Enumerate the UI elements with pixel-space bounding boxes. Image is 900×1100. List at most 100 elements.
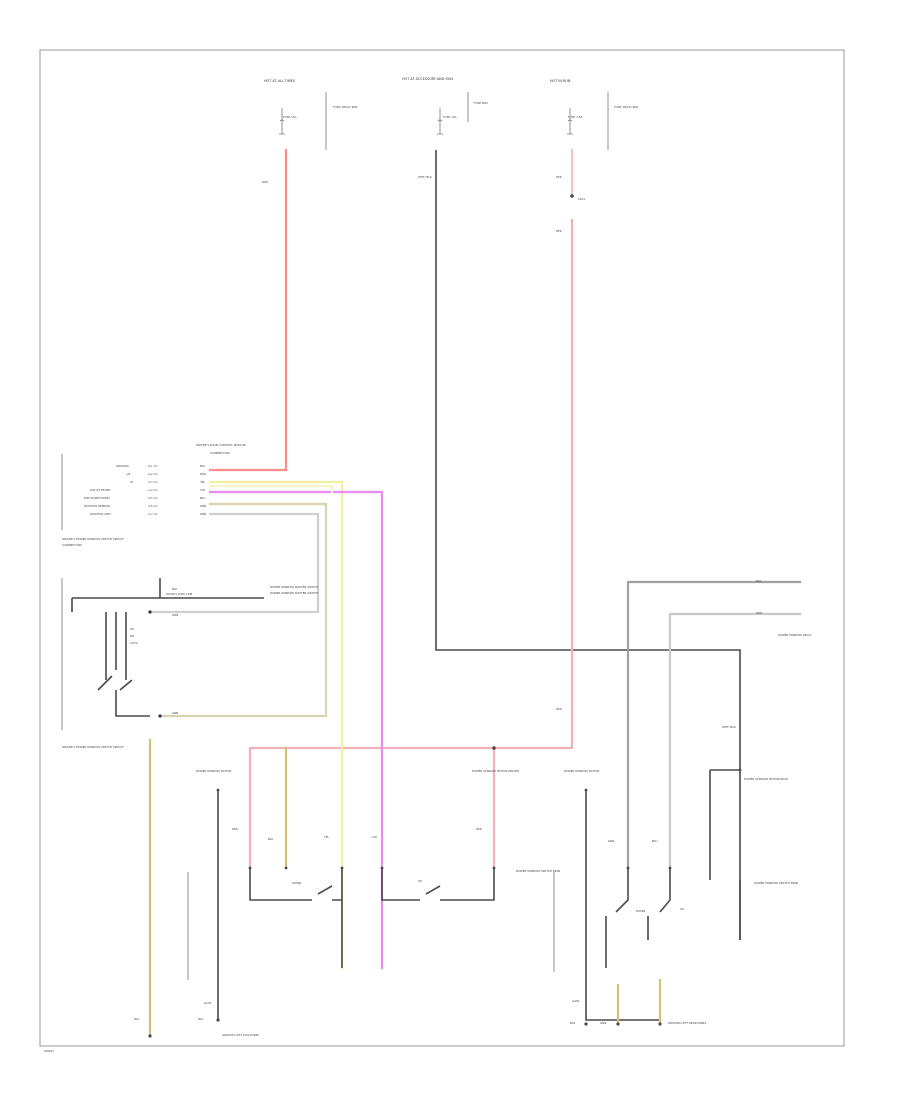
svg-text:A-2 (A): A-2 (A) [148,472,158,476]
svg-text:VIO: VIO [200,488,206,492]
svg-text:GRN: GRN [200,504,206,508]
svg-text:WHT/ BLK: WHT/ BLK [418,175,432,179]
svg-text:A-4 (A): A-4 (A) [148,488,158,492]
diagram-frame [39,49,845,1047]
svg-text:DOWN: DOWN [292,881,301,885]
svg-text:BLK: BLK [198,1017,203,1021]
wire-red-run [248,218,574,870]
svg-text:RED: RED [262,180,268,184]
svg-text:RED: RED [476,827,482,831]
wire-violet [208,490,384,970]
svg-text:RED: RED [200,472,206,476]
inner-switch: LIN BUS DATA LINE POWER WINDOW MASTER SW… [61,578,318,749]
inner-target-label: POWER WINDOW MASTER SWITCH [270,591,318,595]
component-rear-motor: POWER WINDOW MOTOR REAR [744,777,788,781]
pin-pos-unit: POSITION UNIT [90,512,111,516]
svg-text:DOWN: DOWN [636,909,645,913]
svg-text:(CONNECTOR): (CONNECTOR) [62,543,82,547]
fuse-1: HOT AT ALL TIMES FUSE 15A FUSE/ RELAY BO… [264,79,358,150]
svg-text:GRN: GRN [600,1021,606,1025]
components: POWER WINDOW MASTER SWITCH POWER WINDOW … [196,585,812,1037]
svg-text:YEL: YEL [324,835,329,839]
switch-front: DOWN UP [249,868,495,968]
svg-text:VIO: VIO [372,835,378,839]
component-master-switch: POWER WINDOW MASTER SWITCH [270,585,318,589]
svg-text:BLK: BLK [756,579,761,583]
ground-label-1: G101 [204,1001,212,1005]
wire-labels: RED WHT/ BLK RED S101 RED BLK GRN GRN RE… [134,175,763,1025]
svg-text:A-5 (A): A-5 (A) [148,496,158,500]
module-title: DRIVER'S DOOR CONTROL MODULE [196,443,246,447]
fuse-3: HOT IN RUN FUSE 7.5A FUSE/ RELAY BOX [550,79,639,150]
svg-text:BLU: BLU [200,496,205,500]
svg-text:RED: RED [556,707,562,711]
side-brackets [187,872,555,980]
component-front-motor: POWER WINDOW MOTOR [196,769,231,773]
wire-yellow-ig [208,480,344,970]
wire-red-b [208,148,288,472]
switch-rear: DOWN UP [605,868,741,968]
fuse-2-box: FUSE BOX [474,101,488,105]
svg-text:BLK: BLK [570,1021,575,1025]
wire-black-rear [709,769,740,880]
svg-text:GRN: GRN [172,711,178,715]
svg-text:AUTO: AUTO [130,641,139,645]
svg-text:A-1 (A): A-1 (A) [148,464,158,468]
svg-text:WHT/ BLK: WHT/ BLK [722,725,736,729]
pin-pos-sensor: POSITION SENSOR [84,504,110,508]
svg-text:BLK: BLK [172,587,177,591]
splice-label: S101 [578,197,585,201]
svg-text:RED: RED [556,229,562,233]
fuse-1-box: FUSE/ RELAY BOX [333,105,358,109]
component-rear-left-ground: GROUND LEFT REAR PANEL [668,1021,707,1025]
svg-text:GRN: GRN [608,839,614,843]
ground-label-2: G401 [572,999,580,1003]
component-relay: POWER WINDOW RELAY [778,633,812,637]
wire-light-yellow [208,484,334,494]
wire-tan-2 [148,512,320,614]
wire-gray-1 [626,580,802,870]
svg-text:UP: UP [130,627,134,631]
svg-text:DRIVER'S POWER WINDOW SWITCH C: DRIVER'S POWER WINDOW SWITCH CIRCUIT [62,745,124,749]
wire-gray-2 [668,612,802,870]
svg-text:GRN: GRN [172,613,178,617]
terminals [148,194,742,1038]
fuse-3-box: FUSE/ RELAY BOX [614,105,639,109]
fuse-1-title: HOT AT ALL TIMES [264,79,295,83]
footer-code: W0001 [44,1049,54,1053]
svg-text:RED: RED [556,175,562,179]
wire-black-acc [435,150,741,940]
svg-text:YEL: YEL [200,480,205,484]
pin-plus-b: +B [126,472,130,476]
inner-switch-title: DRIVER'S POWER WINDOW SWITCH CIRCUIT [62,537,124,541]
svg-text:BLK: BLK [268,837,273,841]
svg-text:BLU: BLU [652,839,657,843]
svg-text:UP: UP [418,879,422,883]
component-left-ground: GROUND LEFT KICK PANEL [222,1033,260,1037]
fuse-2: HOT AT ACCESSORY AND RUN FUSE 10A FUSE B… [402,77,488,135]
pin-ground: GROUND [116,464,129,468]
pin-ig: IG [130,480,133,484]
fuse-2-title: HOT AT ACCESSORY AND RUN [402,77,453,81]
fuse-2-rating: FUSE 10A [443,115,457,119]
fuse-3-rating: FUSE 7.5A [568,115,583,119]
svg-text:A-7 (A): A-7 (A) [148,512,158,516]
wire-black-ground-2 [585,790,660,1021]
lin-bus-label: LIN BUS DATA LINE [166,592,193,596]
svg-text:A-6 (A): A-6 (A) [148,504,158,508]
pin-down: P/W DOWN FRONT [84,496,110,500]
svg-text:A-3 (A): A-3 (A) [148,480,158,484]
svg-text:GRN: GRN [200,512,206,516]
component-driver-motor: POWER WINDOW MOTOR DRIVER [472,769,519,773]
fuse-1-rating: FUSE 15A [283,115,297,119]
svg-text:BLK: BLK [134,1017,139,1021]
svg-text:POWER WINDOW MOTOR: POWER WINDOW MOTOR [564,769,599,773]
wire-tan-1 [158,502,328,718]
component-rear-switch: POWER WINDOW SWITCH REAR [516,869,560,873]
svg-text:WHT: WHT [756,611,763,615]
svg-text:UP: UP [680,907,684,911]
svg-text:BLK: BLK [200,464,205,468]
module-subtitle: (CONNECTOR) [210,451,230,455]
control-module: DRIVER'S DOOR CONTROL MODULE (CONNECTOR)… [61,443,246,547]
